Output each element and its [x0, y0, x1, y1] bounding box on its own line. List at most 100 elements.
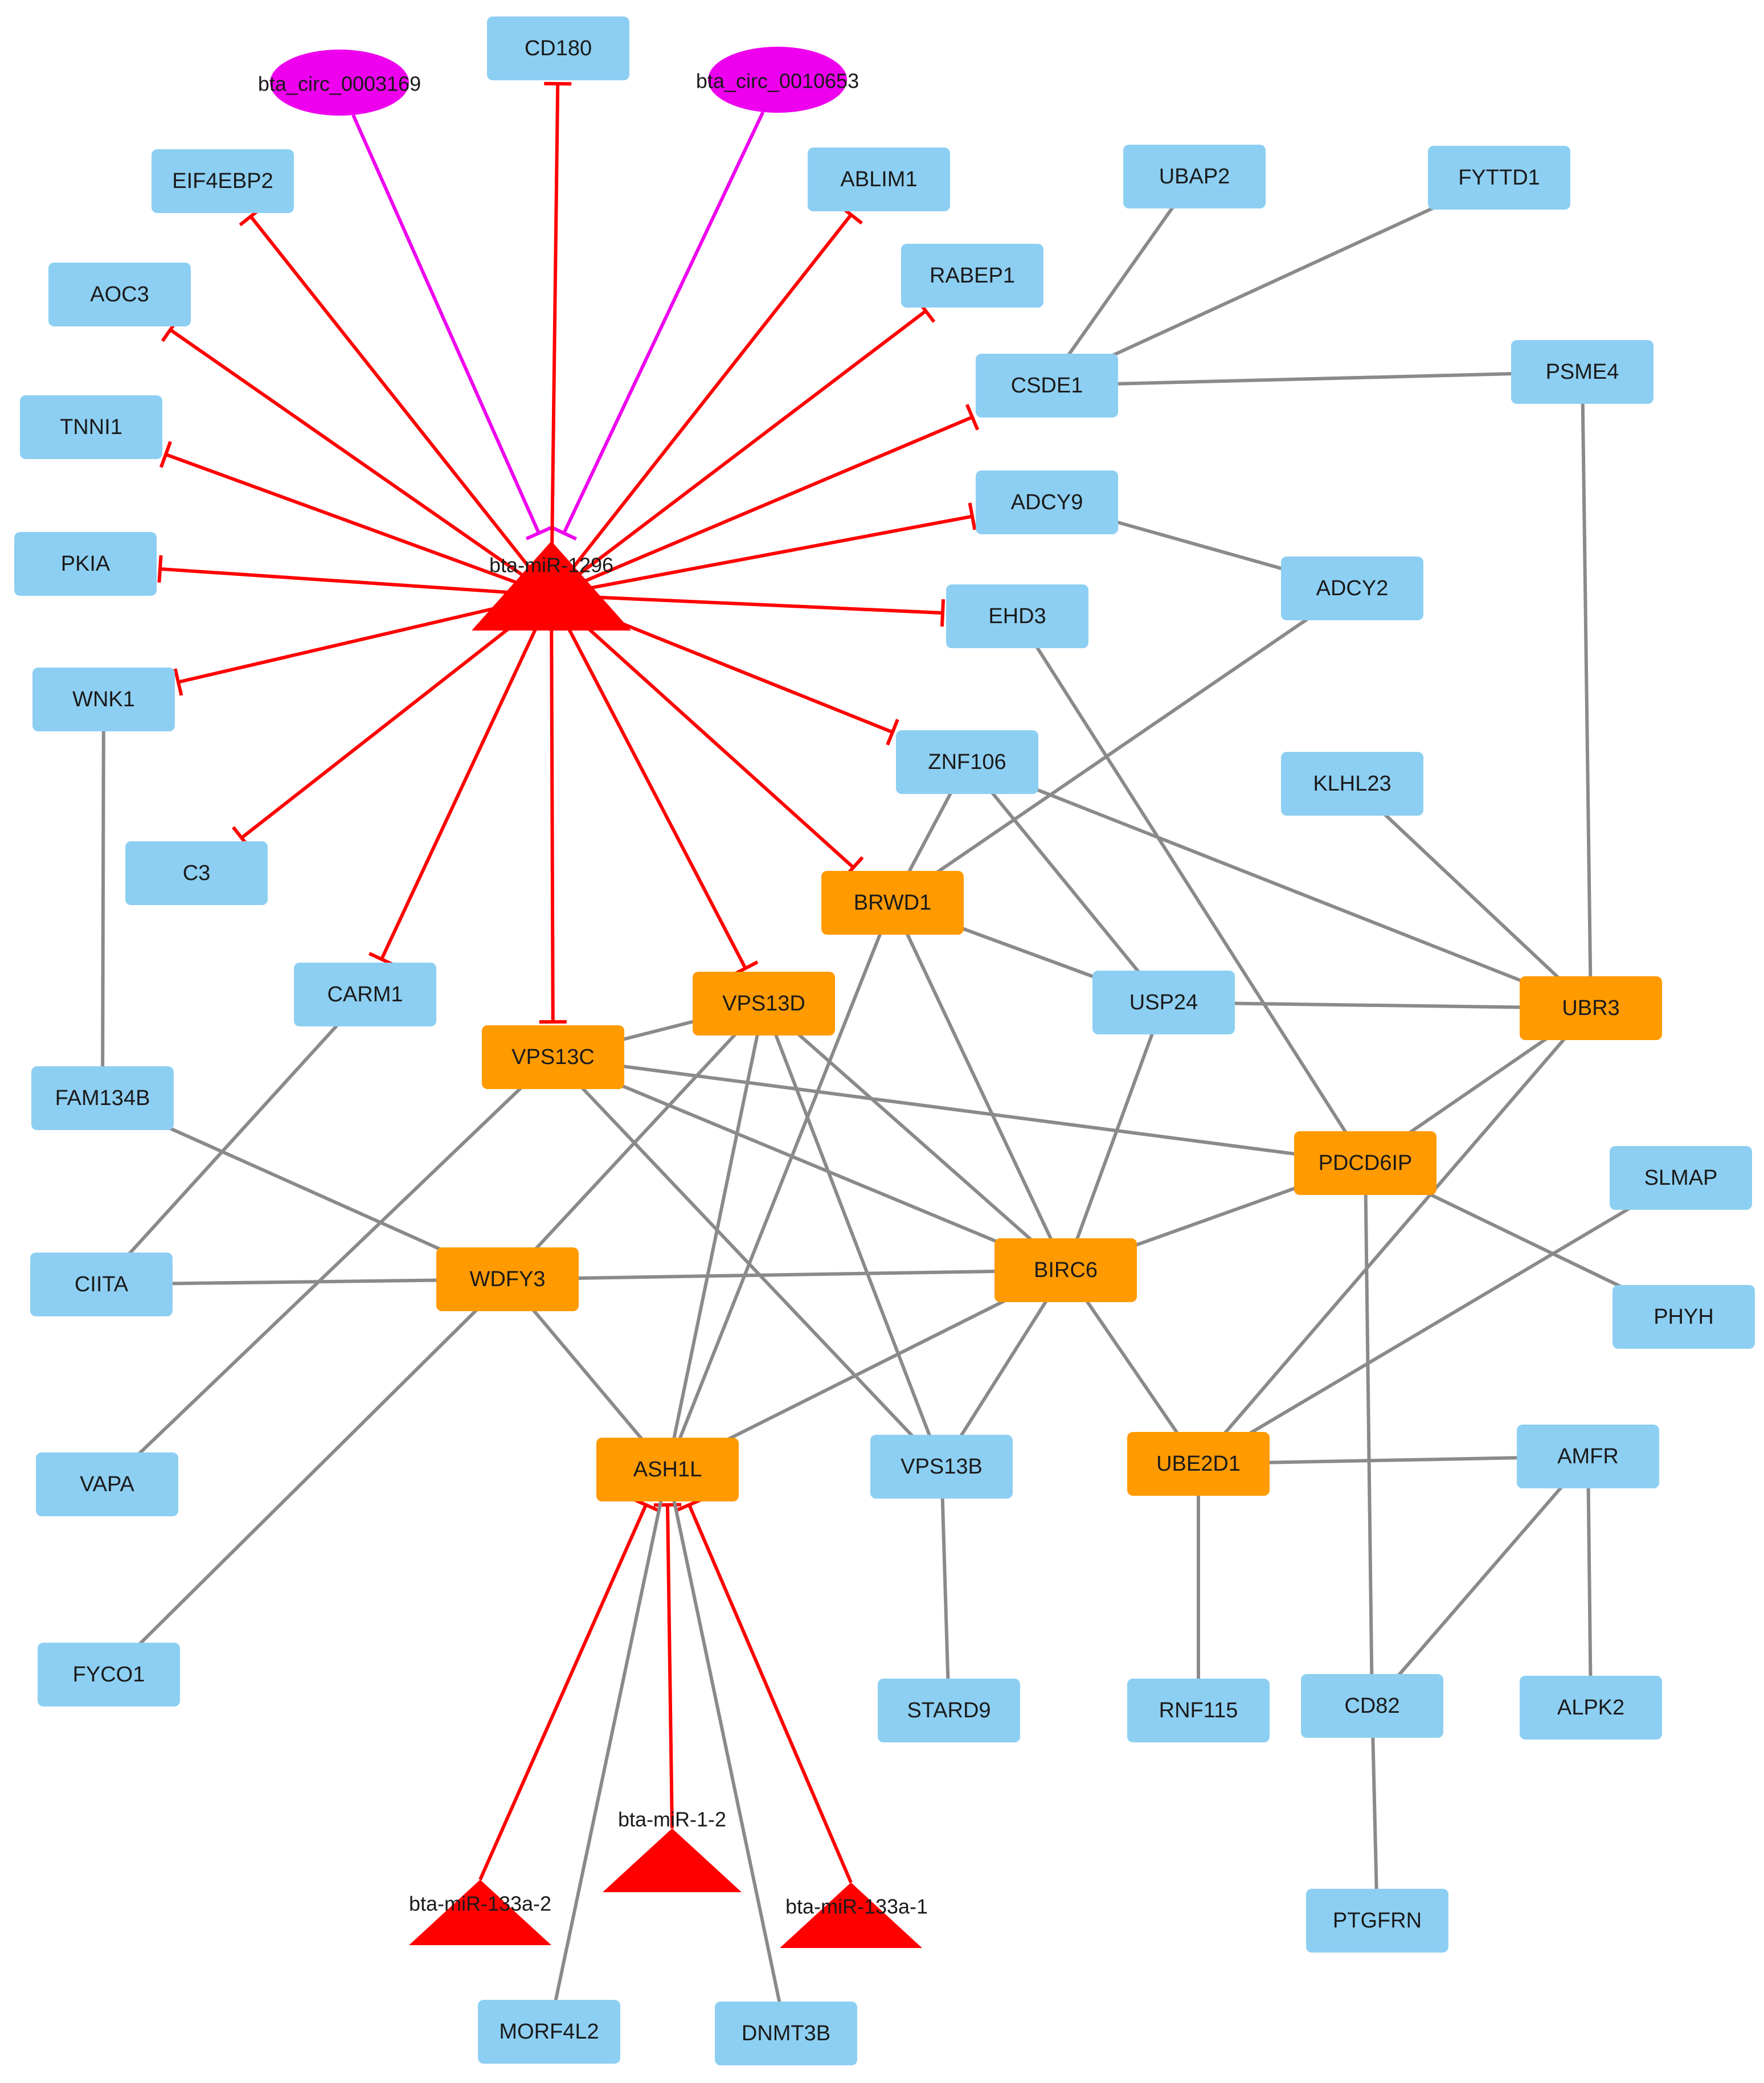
gene-box — [478, 2000, 620, 2064]
node-fyco1[interactable]: FYCO1 — [38, 1643, 180, 1706]
node-label: bta-miR-1-2 — [618, 1808, 726, 1831]
hub-gene-box — [821, 871, 964, 935]
node-vps13c[interactable]: VPS13C — [482, 1025, 624, 1089]
gene-box — [1123, 145, 1266, 208]
inhibition-bar — [940, 599, 946, 627]
edge-cd82-to-ptgfrn — [1370, 1705, 1379, 1921]
node-c3[interactable]: C3 — [125, 841, 268, 905]
node-ablim1[interactable]: ABLIM1 — [808, 148, 950, 211]
node-bta-mir-1-2[interactable]: bta-miR-1-2 — [603, 1808, 742, 1893]
node-vapa[interactable]: VAPA — [36, 1452, 178, 1516]
node-brwd1[interactable]: BRWD1 — [821, 871, 964, 935]
node-label: MORF4L2 — [499, 2020, 599, 2044]
interaction-line — [763, 1002, 1067, 1272]
node-ciita[interactable]: CIITA — [30, 1253, 173, 1316]
node-label: PSME4 — [1546, 360, 1619, 384]
edge-pdcd6ip-to-cd82 — [1364, 1163, 1374, 1706]
interaction-line — [1064, 1269, 1200, 1465]
node-adcy9[interactable]: ADCY9 — [976, 470, 1118, 534]
gene-box — [36, 1452, 178, 1516]
node-ubr3[interactable]: UBR3 — [1520, 976, 1662, 1040]
node-pkia[interactable]: PKIA — [14, 532, 157, 596]
interaction-line — [1064, 1001, 1165, 1271]
node-ube2d1[interactable]: UBE2D1 — [1127, 1432, 1270, 1496]
node-wdfy3[interactable]: WDFY3 — [436, 1247, 579, 1311]
node-alpk2[interactable]: ALPK2 — [1520, 1676, 1662, 1740]
node-label: FYCO1 — [73, 1663, 145, 1687]
node-label: bta-miR-133a-2 — [409, 1892, 551, 1916]
node-fam134b[interactable]: FAM134B — [31, 1066, 174, 1130]
node-ash1l[interactable]: ASH1L — [596, 1438, 739, 1501]
node-slmap[interactable]: SLMAP — [1610, 1146, 1752, 1210]
node-psme4[interactable]: PSME4 — [1511, 340, 1654, 404]
inhibition-bar — [525, 526, 552, 541]
node-bta-mir-133a-1[interactable]: bta-miR-133a-1 — [780, 1883, 928, 1948]
interaction-line — [891, 587, 1353, 905]
node-vps13d[interactable]: VPS13D — [693, 972, 835, 1036]
edge-bta-mir-1296-to-ehd3 — [551, 594, 946, 627]
interaction-line — [547, 1469, 669, 2032]
node-birc6[interactable]: BIRC6 — [994, 1238, 1137, 1302]
interaction-line — [552, 1055, 1366, 1165]
node-rnf115[interactable]: RNF115 — [1127, 1679, 1270, 1742]
node-aoc3[interactable]: AOC3 — [48, 263, 191, 326]
node-pdcd6ip[interactable]: PDCD6IP — [1294, 1131, 1436, 1195]
gene-box — [14, 532, 157, 596]
node-label: STARD9 — [907, 1699, 991, 1722]
node-label: VPS13C — [511, 1045, 595, 1069]
node-usp24[interactable]: USP24 — [1092, 971, 1235, 1034]
interaction-line — [666, 1469, 788, 2034]
node-amfr[interactable]: AMFR — [1517, 1425, 1659, 1488]
node-csde1[interactable]: CSDE1 — [976, 354, 1118, 418]
node-cd180[interactable]: CD180 — [487, 17, 629, 80]
inhibition-line — [550, 595, 555, 1022]
node-bta-mir-133a-2[interactable]: bta-miR-133a-2 — [409, 1880, 551, 1945]
inhibition-line — [551, 594, 943, 615]
inhibition-line — [240, 594, 552, 840]
node-ptgfrn[interactable]: PTGFRN — [1306, 1889, 1448, 1953]
hub-gene-box — [482, 1025, 624, 1089]
node-ubap2[interactable]: UBAP2 — [1123, 145, 1266, 208]
node-adcy2[interactable]: ADCY2 — [1281, 556, 1423, 620]
node-tnni1[interactable]: TNNI1 — [20, 395, 162, 459]
node-carm1[interactable]: CARM1 — [294, 963, 436, 1026]
inhibition-line — [249, 215, 553, 596]
node-fyttd1[interactable]: FYTTD1 — [1428, 146, 1570, 210]
interaction-line — [1370, 1705, 1379, 1921]
node-label: ASH1L — [633, 1458, 702, 1482]
node-stard9[interactable]: STARD9 — [878, 1679, 1020, 1742]
gene-box — [1306, 1889, 1448, 1953]
node-bta-mir-1296[interactable]: bta-miR-1296 — [472, 541, 631, 631]
node-bta-circ-0003169[interactable]: bta_circ_0003169 — [258, 50, 421, 116]
gene-box — [38, 1643, 180, 1706]
node-label: USP24 — [1129, 991, 1198, 1014]
inhibition-line — [159, 567, 552, 597]
node-label: bta_circ_0003169 — [258, 72, 421, 96]
gene-box — [715, 2002, 857, 2065]
inhibition-bar — [159, 441, 173, 468]
inhibition-line — [687, 1504, 853, 1884]
node-klhl23[interactable]: KLHL23 — [1281, 752, 1423, 816]
gene-box — [878, 1679, 1020, 1742]
node-morf4l2[interactable]: MORF4L2 — [478, 2000, 620, 2064]
node-eif4ebp2[interactable]: EIF4EBP2 — [152, 149, 294, 213]
node-znf106[interactable]: ZNF106 — [896, 730, 1038, 794]
edge-carm1-to-ciita — [100, 993, 367, 1286]
node-rabep1[interactable]: RABEP1 — [901, 244, 1043, 308]
node-label: RNF115 — [1159, 1699, 1238, 1722]
node-bta-circ-0010653[interactable]: bta_circ_0010653 — [696, 47, 859, 113]
gene-box — [31, 1066, 174, 1130]
edge-vps13d-to-wdfy3 — [506, 1002, 766, 1281]
node-ehd3[interactable]: EHD3 — [946, 584, 1088, 648]
node-dnmt3b[interactable]: DNMT3B — [715, 2002, 857, 2065]
interaction-line — [1586, 1456, 1593, 1708]
node-wnk1[interactable]: WNK1 — [32, 668, 175, 731]
interaction-line — [666, 902, 894, 1471]
node-cd82[interactable]: CD82 — [1301, 1674, 1443, 1738]
node-label: CD180 — [525, 36, 592, 60]
node-phyh[interactable]: PHYH — [1612, 1285, 1755, 1349]
inhibition-bar — [157, 555, 163, 583]
node-vps13b[interactable]: VPS13B — [870, 1435, 1013, 1499]
